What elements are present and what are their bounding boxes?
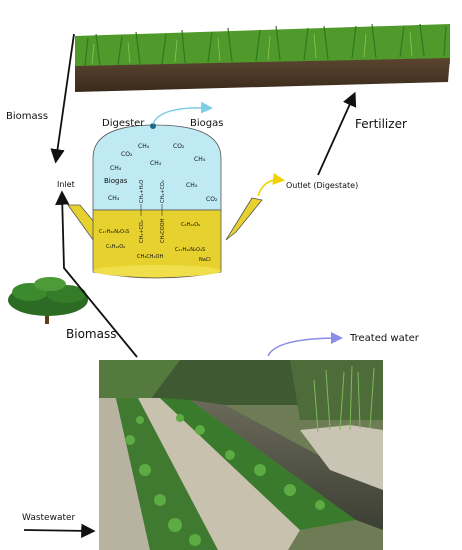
svg-text:CH₄: CH₄ bbox=[110, 165, 122, 172]
svg-text:C₁₇H₃₂N₂O₃S: C₁₇H₃₂N₂O₃S bbox=[175, 247, 205, 253]
svg-text:CH₃+CO₂: CH₃+CO₂ bbox=[139, 220, 145, 243]
outlet-pipe bbox=[225, 197, 263, 241]
label-outlet: Outlet (Digestate) bbox=[286, 181, 358, 190]
label-biogas-out: Biogas bbox=[190, 118, 223, 129]
arrow-biogas-out bbox=[152, 101, 213, 125]
svg-text:CO₂: CO₂ bbox=[121, 151, 133, 158]
arrow-treated-water bbox=[267, 332, 343, 357]
digester bbox=[67, 123, 263, 279]
svg-text:CH₄: CH₄ bbox=[150, 160, 162, 167]
arrow-outlet-to-fertilizer bbox=[317, 91, 357, 176]
svg-text:NaCl: NaCl bbox=[199, 257, 211, 263]
label-biomass-bottom: Biomass bbox=[66, 327, 116, 341]
arrow-grass-to-inlet bbox=[50, 33, 75, 164]
arrow-outlet-digestate bbox=[257, 173, 285, 197]
label-inlet: Inlet bbox=[57, 180, 75, 189]
svg-text:CH₄+CO₂: CH₄+CO₂ bbox=[160, 180, 166, 203]
svg-text:CH₃CH₂OH: CH₃CH₂OH bbox=[137, 254, 163, 260]
svg-text:C₆H₁₂O₆: C₆H₁₂O₆ bbox=[181, 222, 200, 228]
label-biomass-top: Biomass bbox=[6, 111, 48, 122]
svg-text:CH₄: CH₄ bbox=[108, 195, 120, 202]
svg-text:CO₂: CO₂ bbox=[206, 196, 218, 203]
arrow-wastewater-in bbox=[23, 523, 96, 539]
tree-image bbox=[8, 277, 88, 324]
arrow-wetland-to-inlet bbox=[55, 190, 138, 358]
liquid-phase-text: C₁₇H₃₂N₂O₃S C₆H₁₂O₆ C₆H₁₂O₆ C₁₇H₃₂N₂O₃S … bbox=[99, 180, 211, 263]
svg-text:C₁₇H₃₂N₂O₃S: C₁₇H₃₂N₂O₃S bbox=[99, 229, 129, 235]
gas-phase-text: CO₂ CH₄ CO₂ CH₄ CH₄ CH₄ Biogas CH₄ CH₄ C… bbox=[104, 143, 218, 203]
svg-text:CO₂: CO₂ bbox=[173, 143, 185, 150]
soil-grass-image bbox=[75, 23, 450, 92]
wetland-photo bbox=[99, 360, 383, 550]
svg-text:CH₄+H₂O: CH₄+H₂O bbox=[139, 180, 145, 203]
gas-valve bbox=[150, 123, 156, 129]
svg-text:CH₄: CH₄ bbox=[194, 156, 206, 163]
label-digester: Digester bbox=[102, 118, 145, 129]
label-treated-water: Treated water bbox=[349, 333, 420, 344]
label-fertilizer: Fertilizer bbox=[355, 117, 407, 131]
svg-text:Biogas: Biogas bbox=[104, 177, 128, 185]
svg-text:C₆H₁₂O₆: C₆H₁₂O₆ bbox=[106, 244, 125, 250]
svg-text:CH₄: CH₄ bbox=[138, 143, 150, 150]
label-wastewater: Wastewater bbox=[22, 513, 76, 523]
svg-text:CH₃COOH: CH₃COOH bbox=[160, 218, 166, 243]
svg-text:CH₄: CH₄ bbox=[186, 182, 198, 189]
